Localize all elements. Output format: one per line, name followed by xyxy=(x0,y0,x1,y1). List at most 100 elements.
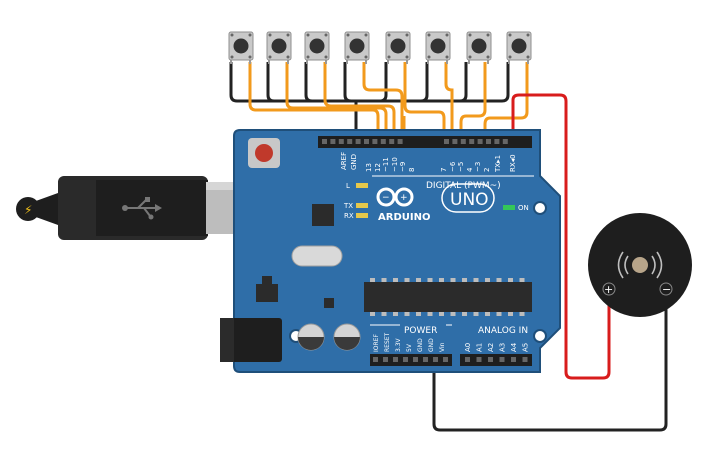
pin-hole[interactable] xyxy=(423,357,428,362)
pushbutton-corner-dot xyxy=(387,55,391,59)
wire-sig-btn4[interactable] xyxy=(362,62,404,141)
pin-hole[interactable] xyxy=(511,357,516,362)
power-pin-label: Vin xyxy=(439,342,446,352)
pin-hole[interactable] xyxy=(477,139,483,144)
digital-pin-label: 2 xyxy=(483,168,491,172)
pin-hole[interactable] xyxy=(372,139,378,144)
pin-hole[interactable] xyxy=(413,357,418,362)
wire-sig-btn2[interactable] xyxy=(285,62,388,141)
pin-hole[interactable] xyxy=(499,357,505,362)
chip-pin xyxy=(462,278,467,282)
wire-gnd-btn2[interactable] xyxy=(266,62,275,103)
pushbutton-cap[interactable] xyxy=(511,38,527,54)
atmega-chip xyxy=(364,282,532,312)
pushbutton-4[interactable] xyxy=(344,31,370,64)
buzzer-minus-terminal[interactable] xyxy=(659,282,673,296)
pin-hole[interactable] xyxy=(380,139,386,144)
pin-hole[interactable] xyxy=(364,139,369,144)
usb-cable-end xyxy=(16,197,40,221)
pin-hole[interactable] xyxy=(494,139,500,144)
pushbutton-8[interactable] xyxy=(506,31,532,64)
pushbutton-cap[interactable] xyxy=(309,38,325,54)
pushbutton-6[interactable] xyxy=(425,31,451,64)
pushbutton-corner-dot xyxy=(405,33,409,37)
pushbutton-cap[interactable] xyxy=(390,38,406,54)
wire-sig-btn7[interactable] xyxy=(459,62,487,141)
pin-hole[interactable] xyxy=(443,357,448,362)
chip-pin xyxy=(450,278,456,282)
pushbutton-3[interactable] xyxy=(304,31,330,64)
usb-symbol-icon xyxy=(122,197,162,220)
pushbutton-cap[interactable] xyxy=(349,38,365,54)
led-rx xyxy=(356,213,368,218)
pushbutton-cap[interactable] xyxy=(233,38,249,54)
piezo-buzzer[interactable]: + − xyxy=(588,213,692,317)
chip-pin xyxy=(393,278,398,282)
digital-pin-label: ~9 xyxy=(399,162,407,172)
wire-sig-btn1[interactable] xyxy=(248,62,380,141)
wire-sig-btn3[interactable] xyxy=(323,62,396,141)
pushbutton-2[interactable] xyxy=(266,31,292,64)
pin-hole[interactable] xyxy=(393,357,398,362)
pin-hole[interactable] xyxy=(486,139,491,144)
pin-hole[interactable] xyxy=(522,357,528,362)
pushbutton-7[interactable] xyxy=(466,31,492,64)
pushbutton-corner-dot xyxy=(387,33,391,37)
pin-hole[interactable] xyxy=(403,357,408,362)
pin-hole[interactable] xyxy=(373,357,378,362)
pushbutton-corner-dot xyxy=(324,33,328,37)
chip-pin xyxy=(450,312,456,316)
chip-pin xyxy=(508,278,513,282)
pin-hole[interactable] xyxy=(465,357,470,362)
pin-hole[interactable] xyxy=(338,139,344,144)
pushbutton-cap[interactable] xyxy=(271,38,287,54)
wire-sig-btn6[interactable] xyxy=(444,62,454,141)
pin-hole[interactable] xyxy=(476,357,482,362)
wire-gnd-btn7[interactable] xyxy=(356,62,468,103)
pushbutton-cap[interactable] xyxy=(430,38,446,54)
chip-pin xyxy=(381,278,387,282)
analog-pin-label: A1 xyxy=(476,343,484,352)
pin-hole[interactable] xyxy=(452,139,458,144)
wire-sig-btn8[interactable] xyxy=(483,62,529,141)
pin-hole[interactable] xyxy=(330,139,336,144)
wire-gnd-btn6[interactable] xyxy=(356,62,429,103)
chip-pin xyxy=(519,278,525,282)
pin-hole[interactable] xyxy=(347,139,353,144)
pin-hole[interactable] xyxy=(389,139,395,144)
wire-black-buzzer[interactable] xyxy=(432,290,668,432)
pin-hole[interactable] xyxy=(397,139,403,144)
wire-sig-btn5[interactable] xyxy=(403,62,446,141)
led-on-label: ON xyxy=(518,204,529,212)
voltage-regulator-tab xyxy=(262,276,272,284)
buzzer-plus-terminal[interactable] xyxy=(602,282,616,296)
pin-hole[interactable] xyxy=(502,139,508,144)
analog-pin-label: A5 xyxy=(522,343,530,352)
chip-pin xyxy=(508,312,513,316)
pushbutton-5[interactable] xyxy=(385,31,411,64)
wire-gnd-btn3[interactable] xyxy=(304,62,313,103)
wire-gnd-btn5[interactable] xyxy=(379,62,388,103)
pin-hole[interactable] xyxy=(488,357,493,362)
pin-hole[interactable] xyxy=(355,139,361,144)
wire-gnd-btn8[interactable] xyxy=(356,62,510,103)
wire-gnd-btn4[interactable] xyxy=(343,62,352,103)
pushbutton-1[interactable] xyxy=(228,31,254,64)
dc-power-jack[interactable] xyxy=(220,318,282,362)
reset-button[interactable] xyxy=(255,144,273,162)
digital-pin-label: ~11 xyxy=(382,157,390,172)
pin-hole[interactable] xyxy=(322,139,327,144)
wire-gnd-btn1[interactable] xyxy=(229,62,358,141)
model-label: UNO xyxy=(450,190,489,210)
pin-hole[interactable] xyxy=(460,139,466,144)
capacitor xyxy=(333,323,361,351)
pin-hole[interactable] xyxy=(444,139,449,144)
pin-hole[interactable] xyxy=(383,357,388,362)
wire-red-buzzer[interactable] xyxy=(511,93,611,380)
pin-hole[interactable] xyxy=(469,139,475,144)
chip-pin xyxy=(473,278,479,282)
pin-hole[interactable] xyxy=(433,357,438,362)
pushbutton-cap[interactable] xyxy=(471,38,487,54)
